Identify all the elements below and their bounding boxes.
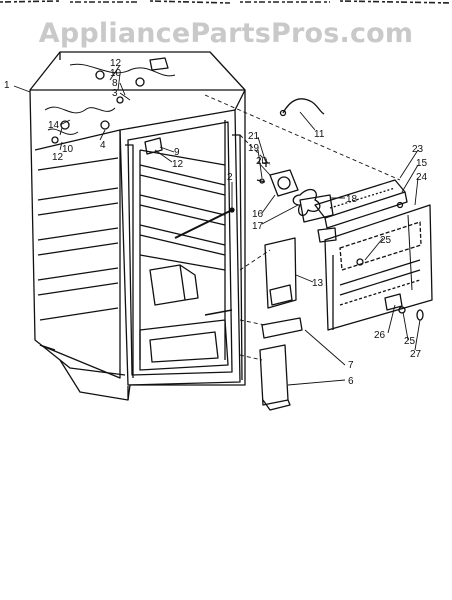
callout-12: 12 (110, 58, 122, 69)
callout-27: 27 (410, 349, 422, 360)
callout-9: 9 (174, 147, 180, 158)
callout-3: 3 (112, 88, 118, 99)
leader-lines (13, 64, 421, 386)
scan-artifact-strip (0, 0, 452, 4)
callout-21: 21 (248, 131, 260, 142)
callout-labels: 1 12 10 8 3 14 4 12 10 9 12 2 11 21 19 2… (4, 58, 428, 387)
callout-11: 11 (314, 129, 325, 140)
callout-17: 17 (252, 221, 264, 232)
callout-10b: 10 (62, 144, 74, 155)
callout-12c: 12 (172, 159, 184, 170)
wire-harness-part-11 (279, 98, 325, 117)
callout-14: 14 (48, 120, 60, 131)
freezer-liner-cabinet (29, 51, 246, 401)
callout-4: 4 (100, 140, 106, 151)
insulation-part-6 (259, 344, 291, 411)
callout-23: 23 (412, 144, 424, 155)
callout-26: 26 (374, 330, 386, 341)
callout-10: 10 (110, 68, 122, 79)
callout-25: 25 (380, 235, 392, 246)
callout-1: 1 (4, 80, 10, 91)
evaporator-cover-panel-24 (324, 204, 433, 331)
damper-control-assembly (256, 159, 334, 223)
callout-18: 18 (346, 194, 358, 205)
callout-2: 2 (227, 172, 233, 183)
watermark-text: AppliancePartsPros.com (38, 18, 414, 49)
callout-7: 7 (348, 360, 354, 371)
callout-16: 16 (252, 209, 264, 220)
callout-12b: 12 (52, 152, 64, 163)
callout-24: 24 (416, 172, 428, 183)
callout-25b: 25 (404, 336, 416, 347)
callout-8: 8 (112, 78, 118, 89)
callout-15: 15 (416, 158, 428, 169)
seal-part-7 (261, 317, 303, 339)
callout-6: 6 (348, 376, 354, 387)
callout-19: 19 (248, 143, 260, 154)
air-duct-part-13 (264, 237, 297, 309)
callout-20: 20 (256, 156, 268, 167)
evaporator-cover-bar-23 (314, 179, 408, 243)
callout-13: 13 (312, 278, 324, 289)
